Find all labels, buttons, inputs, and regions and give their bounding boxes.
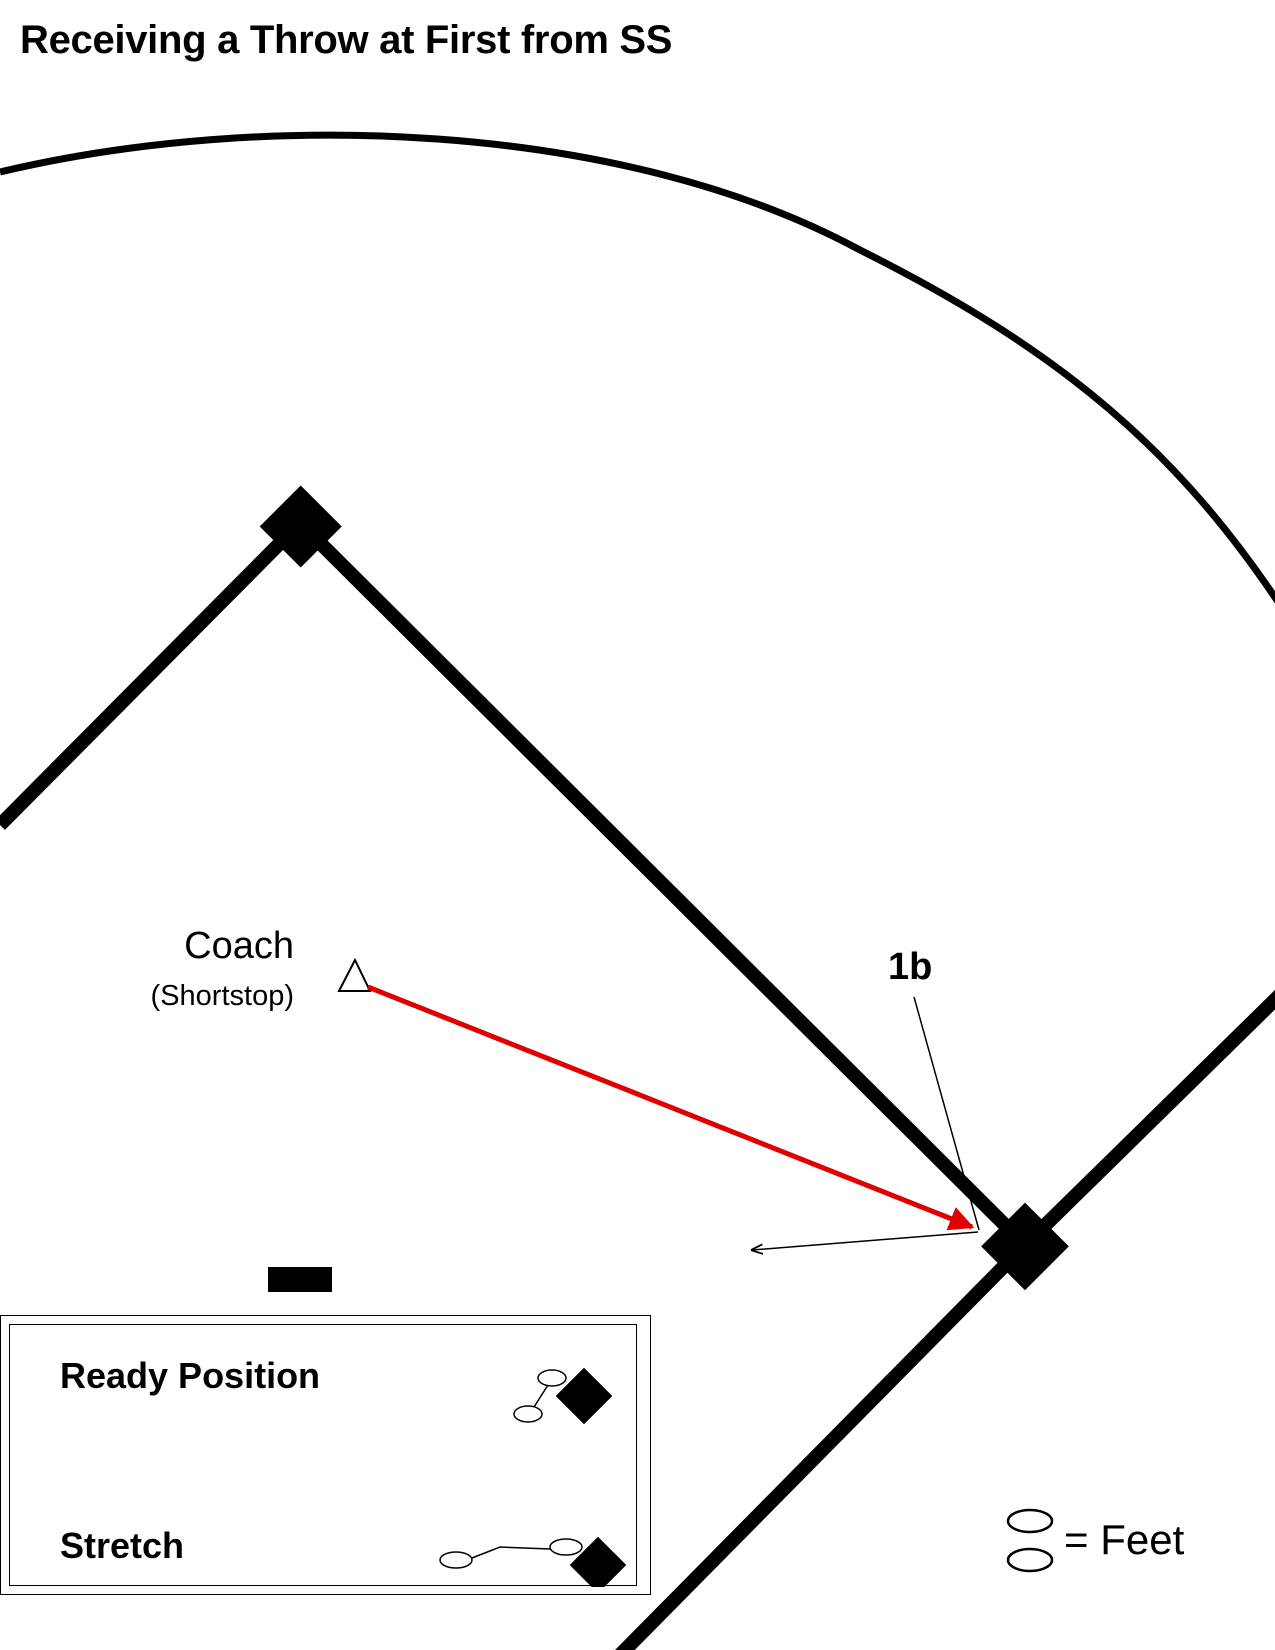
oval-icon xyxy=(439,1551,473,1569)
outfield-arc xyxy=(0,131,1275,604)
first-base-label: 1b xyxy=(888,946,933,988)
oval-icon xyxy=(549,1538,583,1556)
triangle-icon xyxy=(337,957,372,992)
legend: Ready Position Stretch xyxy=(0,1315,651,1595)
legend-graphics xyxy=(439,1367,627,1587)
oval-icon xyxy=(537,1369,567,1387)
second-base xyxy=(259,485,342,568)
legend-inner-frame: Ready Position Stretch xyxy=(9,1324,637,1587)
coach-label: Coach xyxy=(184,925,294,967)
second-to-first-baseline xyxy=(295,518,1030,1250)
right-field-foul-line xyxy=(1020,989,1275,1250)
legend-stretch-label: Stretch xyxy=(60,1525,185,1566)
diagram-title: Receiving a Throw at First from SS xyxy=(20,18,673,62)
oval-icon xyxy=(1006,1547,1054,1573)
diamond-icon xyxy=(569,1536,627,1587)
feet-key-label: = Feet xyxy=(1064,1516,1185,1563)
oval-icon xyxy=(513,1405,543,1423)
diamond-icon xyxy=(555,1367,613,1425)
first-base-line xyxy=(615,1240,1030,1650)
direction-arrow xyxy=(752,1231,979,1250)
third-to-second-baseline xyxy=(0,518,305,830)
oval-icon xyxy=(1006,1508,1054,1534)
feet-connector xyxy=(471,1546,551,1559)
first-base xyxy=(981,1202,1069,1291)
throw-arrow xyxy=(367,984,975,1231)
pitcher-rubber xyxy=(268,1267,332,1292)
feet-connector xyxy=(533,1384,549,1408)
coach-position-label: (Shortstop) xyxy=(150,980,294,1012)
first-base-pointer xyxy=(913,996,980,1231)
legend-ready-label: Ready Position xyxy=(60,1355,321,1396)
